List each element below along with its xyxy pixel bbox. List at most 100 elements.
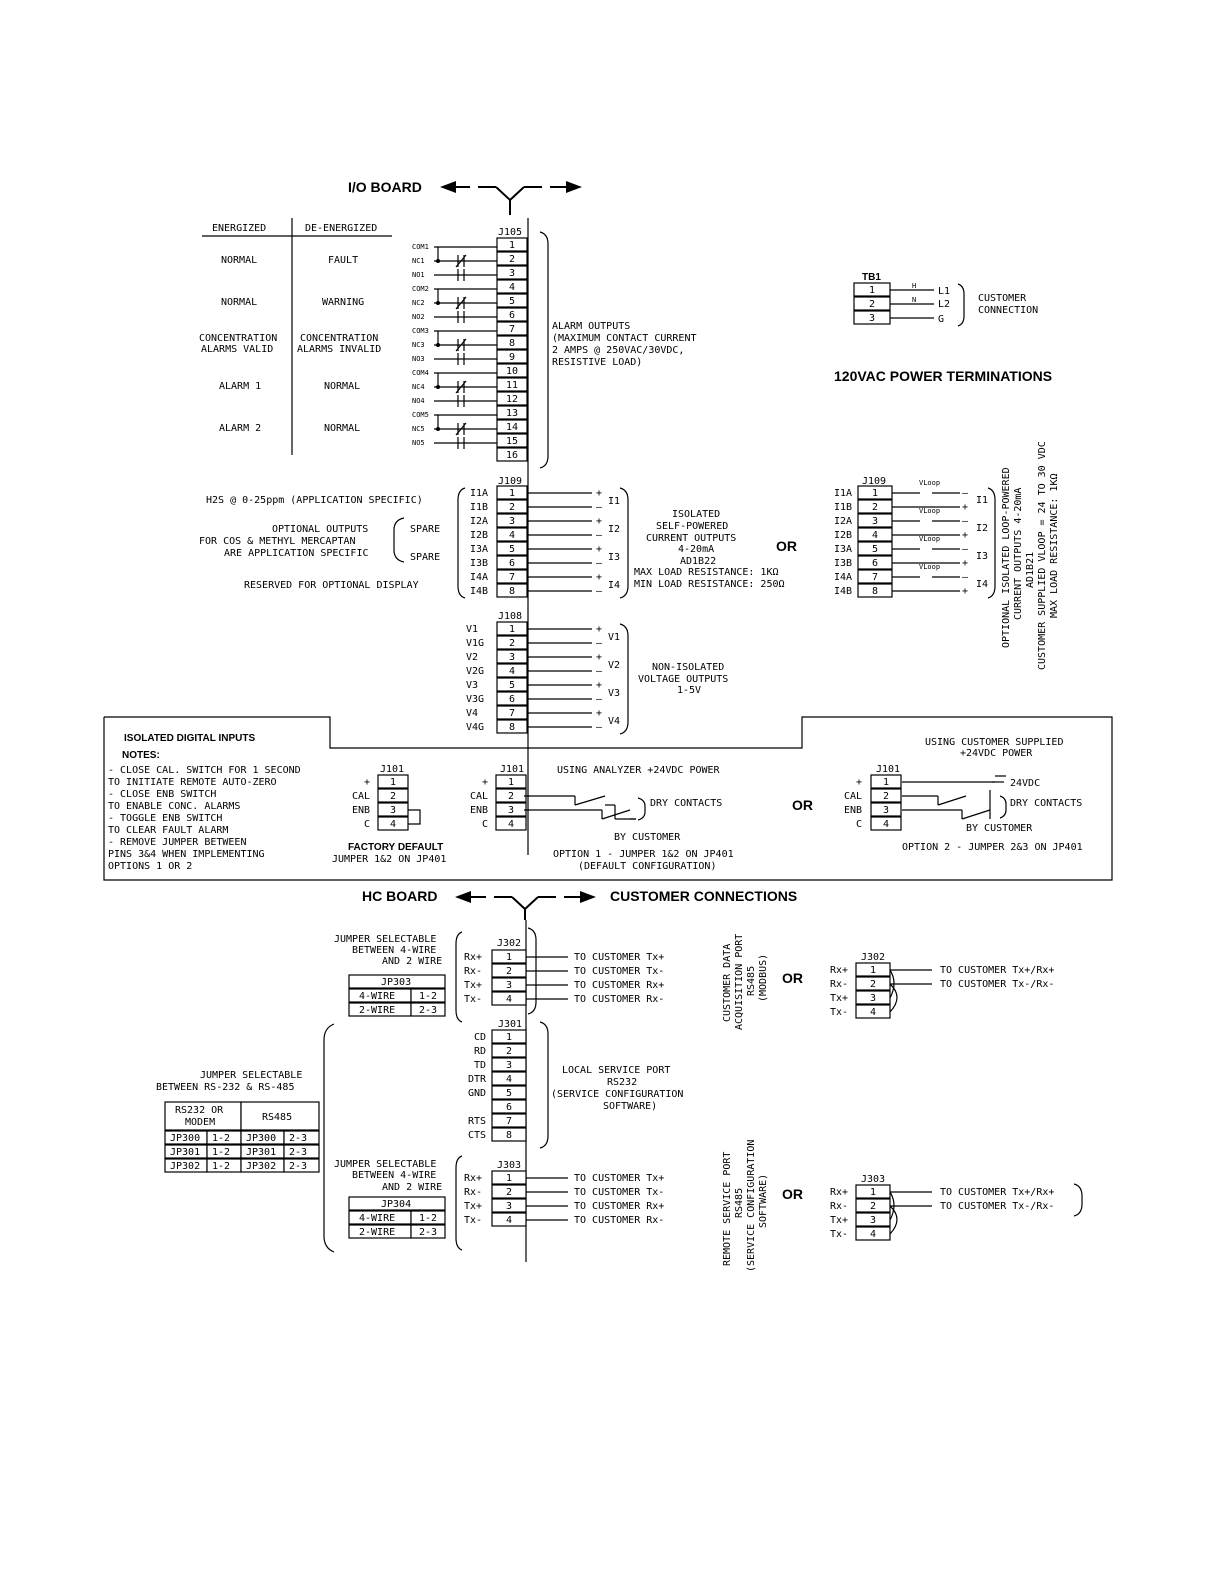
note-line: PINS 3&4 WHEN IMPLEMENTING — [108, 849, 265, 860]
j105-pin-2 — [496, 251, 528, 266]
svg-text:CONNECTION: CONNECTION — [978, 305, 1038, 316]
j105-pin-1 — [496, 237, 528, 252]
j301-pin-8 — [491, 1127, 527, 1142]
svg-text:CUSTOMER DATA: CUSTOMER DATA — [722, 944, 733, 1022]
svg-text:J101: J101 — [500, 764, 524, 775]
j108-pin-label: 3 — [509, 652, 515, 663]
rs-table-cell: JP302 — [170, 1161, 200, 1172]
j109-output-label: I1 — [608, 496, 620, 507]
svg-text:BETWEEN 4-WIRE: BETWEEN 4-WIRE — [352, 1170, 436, 1181]
j101c-pin-label: 4 — [883, 819, 889, 830]
svg-text:ENERGIZED: ENERGIZED — [212, 223, 266, 234]
j108-signal: V3 — [466, 680, 478, 691]
polarity: – — [596, 722, 603, 733]
j301-pin-2 — [491, 1043, 527, 1058]
polarity: – — [596, 558, 603, 569]
svg-text:ISOLATED: ISOLATED — [672, 509, 720, 520]
svg-text:JUMPER SELECTABLE: JUMPER SELECTABLE — [334, 934, 436, 945]
j302b-destination: TO CUSTOMER Tx+/Rx+ — [940, 965, 1054, 976]
jp-option: 4-WIRE — [359, 1213, 395, 1224]
j101b-pin-label: 3 — [508, 805, 514, 816]
svg-text:ALARM OUTPUTS: ALARM OUTPUTS — [552, 321, 630, 332]
polarity: – — [596, 694, 603, 705]
j303-destination: TO CUSTOMER Tx+ — [574, 1173, 664, 1184]
svg-text:VOLTAGE OUTPUTS: VOLTAGE OUTPUTS — [638, 674, 728, 685]
j109b-signal: I3A — [834, 544, 852, 555]
svg-text:2: 2 — [869, 299, 875, 310]
svg-text:J109: J109 — [498, 476, 522, 487]
j101-signal: ENB — [470, 805, 488, 816]
j109-pin-label: 6 — [509, 558, 515, 569]
customer-connections-label: CUSTOMER CONNECTIONS — [610, 888, 797, 904]
contact-label: NC1 — [412, 257, 425, 265]
j105-pin-label: 6 — [509, 310, 515, 321]
svg-text:G: G — [938, 314, 944, 325]
jp-option: 2-WIRE — [359, 1005, 395, 1016]
j301-pin-label: 1 — [506, 1032, 512, 1043]
j303b-destination: TO CUSTOMER Tx+/Rx+ — [940, 1187, 1054, 1198]
polarity: + — [596, 488, 602, 499]
j303-signal: Tx+ — [464, 1201, 482, 1212]
svg-text:DE-ENERGIZED: DE-ENERGIZED — [305, 223, 377, 234]
j105-pin-label: 16 — [506, 450, 518, 461]
polarity: + — [596, 624, 602, 635]
j109-signal: I1B — [470, 502, 488, 513]
svg-text:L1: L1 — [938, 286, 950, 297]
polarity: + — [962, 558, 968, 569]
svg-text:4-20mA: 4-20mA — [678, 544, 714, 555]
j105-pin-10 — [496, 363, 528, 378]
j303-destination: TO CUSTOMER Rx- — [574, 1215, 664, 1226]
rs-table-cell: 1-2 — [212, 1133, 230, 1144]
j109b-signal: I2B — [834, 530, 852, 541]
j301-pin-label: 2 — [506, 1046, 512, 1057]
svg-text:JUMPER 1&2 ON JP401: JUMPER 1&2 ON JP401 — [332, 854, 446, 865]
j105-pin-label: 3 — [509, 268, 515, 279]
rs-table-head: RS232 OR — [175, 1105, 224, 1116]
j301-pin-1 — [491, 1029, 527, 1044]
j302b-pin-label: 1 — [870, 965, 876, 976]
svg-text:3: 3 — [869, 313, 875, 324]
digital-inputs-title: ISOLATED DIGITAL INPUTS — [124, 733, 255, 744]
svg-text:MIN LOAD RESISTANCE: 250Ω: MIN LOAD RESISTANCE: 250Ω — [634, 579, 785, 590]
svg-text:SOFTWARE): SOFTWARE) — [758, 1174, 769, 1228]
j301-pin-label: 6 — [506, 1102, 512, 1113]
j109b-signal: I1A — [834, 488, 852, 499]
contact-label: NO5 — [412, 439, 425, 447]
j301-pin-5 — [491, 1085, 527, 1100]
j301-signal: RD — [474, 1046, 486, 1057]
j303b-pin-label: 3 — [870, 1215, 876, 1226]
svg-text:NOTES:: NOTES: — [122, 750, 160, 761]
rs-table-cell: JP300 — [246, 1133, 276, 1144]
rs-table-cell: 1-2 — [212, 1161, 230, 1172]
j108-pin-label: 8 — [509, 722, 515, 733]
j301-signal: CD — [474, 1032, 486, 1043]
polarity: + — [596, 516, 602, 527]
j109b-pin-label: 6 — [872, 558, 878, 569]
j105-pin-label: 12 — [506, 394, 518, 405]
jp-setting: 2-3 — [419, 1227, 437, 1238]
contact-label: NO4 — [412, 397, 425, 405]
j101a-pin-label: 1 — [390, 777, 396, 788]
contact-label: NC2 — [412, 299, 425, 307]
j105-pin-15 — [496, 433, 528, 448]
j109-output-label: I4 — [608, 580, 620, 591]
io-board-label: I/O BOARD — [348, 179, 422, 195]
j101c-pin-label: 3 — [883, 805, 889, 816]
svg-text:NORMAL: NORMAL — [221, 255, 257, 266]
svg-text:RS232: RS232 — [607, 1077, 637, 1088]
j109-signal: I2A — [470, 516, 488, 527]
j109-pin-label: 4 — [509, 530, 515, 541]
svg-text:JUMPER SELECTABLE: JUMPER SELECTABLE — [334, 1159, 436, 1170]
j109-signal: I4A — [470, 572, 488, 583]
j301-pin-label: 8 — [506, 1130, 512, 1141]
svg-text:MAX LOAD RESISTANCE: 1KΩ: MAX LOAD RESISTANCE: 1KΩ — [634, 567, 779, 578]
j101c-pin-4 — [870, 816, 902, 831]
j101c-pin-1 — [870, 774, 902, 789]
j108-pin-label: 6 — [509, 694, 515, 705]
j101b-pin-1 — [495, 774, 527, 789]
j302-signal: Tx+ — [464, 980, 482, 991]
j109b-output-label: I2 — [976, 523, 988, 534]
j108-pin-label: 7 — [509, 708, 515, 719]
